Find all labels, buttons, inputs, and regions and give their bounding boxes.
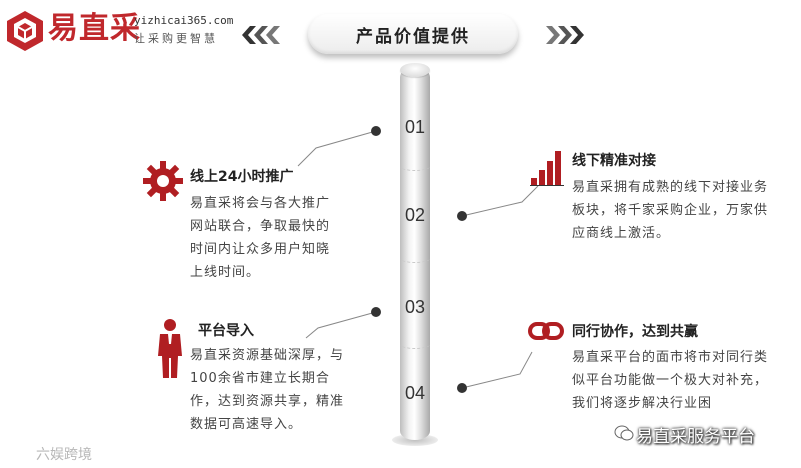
brand-url: yizhicai365.com [134,14,233,27]
cylinder-top [400,63,430,77]
watermark-right: 易直采服务平台 [636,422,755,447]
connector-dot [457,211,467,221]
segment-divider [400,254,430,263]
item-title: 线上24小时推广 [190,166,293,186]
segment-divider [400,340,430,349]
person-icon [156,318,184,380]
brand-name: 易直采 [48,12,141,46]
brand-slogan: 让采购更智慧 [134,30,218,46]
wechat-icon [614,424,634,442]
watermark-left: 六娱跨境 [6,444,92,464]
item-title: 同行协作，达到共赢 [572,321,698,341]
brand-logo-icon [6,10,44,52]
item-description: 易直采资源基础深厚，与100余省市建立长期合作，达到资源共享，精准数据可高速导入… [190,344,350,436]
bar-chart-icon [530,150,564,186]
chevrons-right-icon [540,26,586,44]
item-description: 易直采拥有成熟的线下对接业务板块，将千家采购企业，万家供应商线上激活。 [572,176,772,245]
connector-dot [371,307,381,317]
connector-dot [371,126,381,136]
item-description: 易直采将会与各大推广网站联合，争取最快的时间内让众多用户知晓上线时间。 [190,192,340,284]
link-icon [528,320,564,342]
chevrons-left-icon [240,26,286,44]
step-number-01: 01 [400,117,430,138]
page-title: 产品价值提供 [308,14,518,54]
connector-dot [457,383,467,393]
gear-icon [142,160,184,202]
step-number-03: 03 [400,297,430,318]
step-number-04: 04 [400,383,430,404]
item-title: 线下精准对接 [572,150,656,170]
segment-divider [400,162,430,171]
item-description: 易直采平台的面市将市对同行类似平台功能做一个极大对补充，我们将逐步解决行业困 [572,346,772,415]
step-number-02: 02 [400,205,430,226]
item-title: 平台导入 [198,320,254,340]
